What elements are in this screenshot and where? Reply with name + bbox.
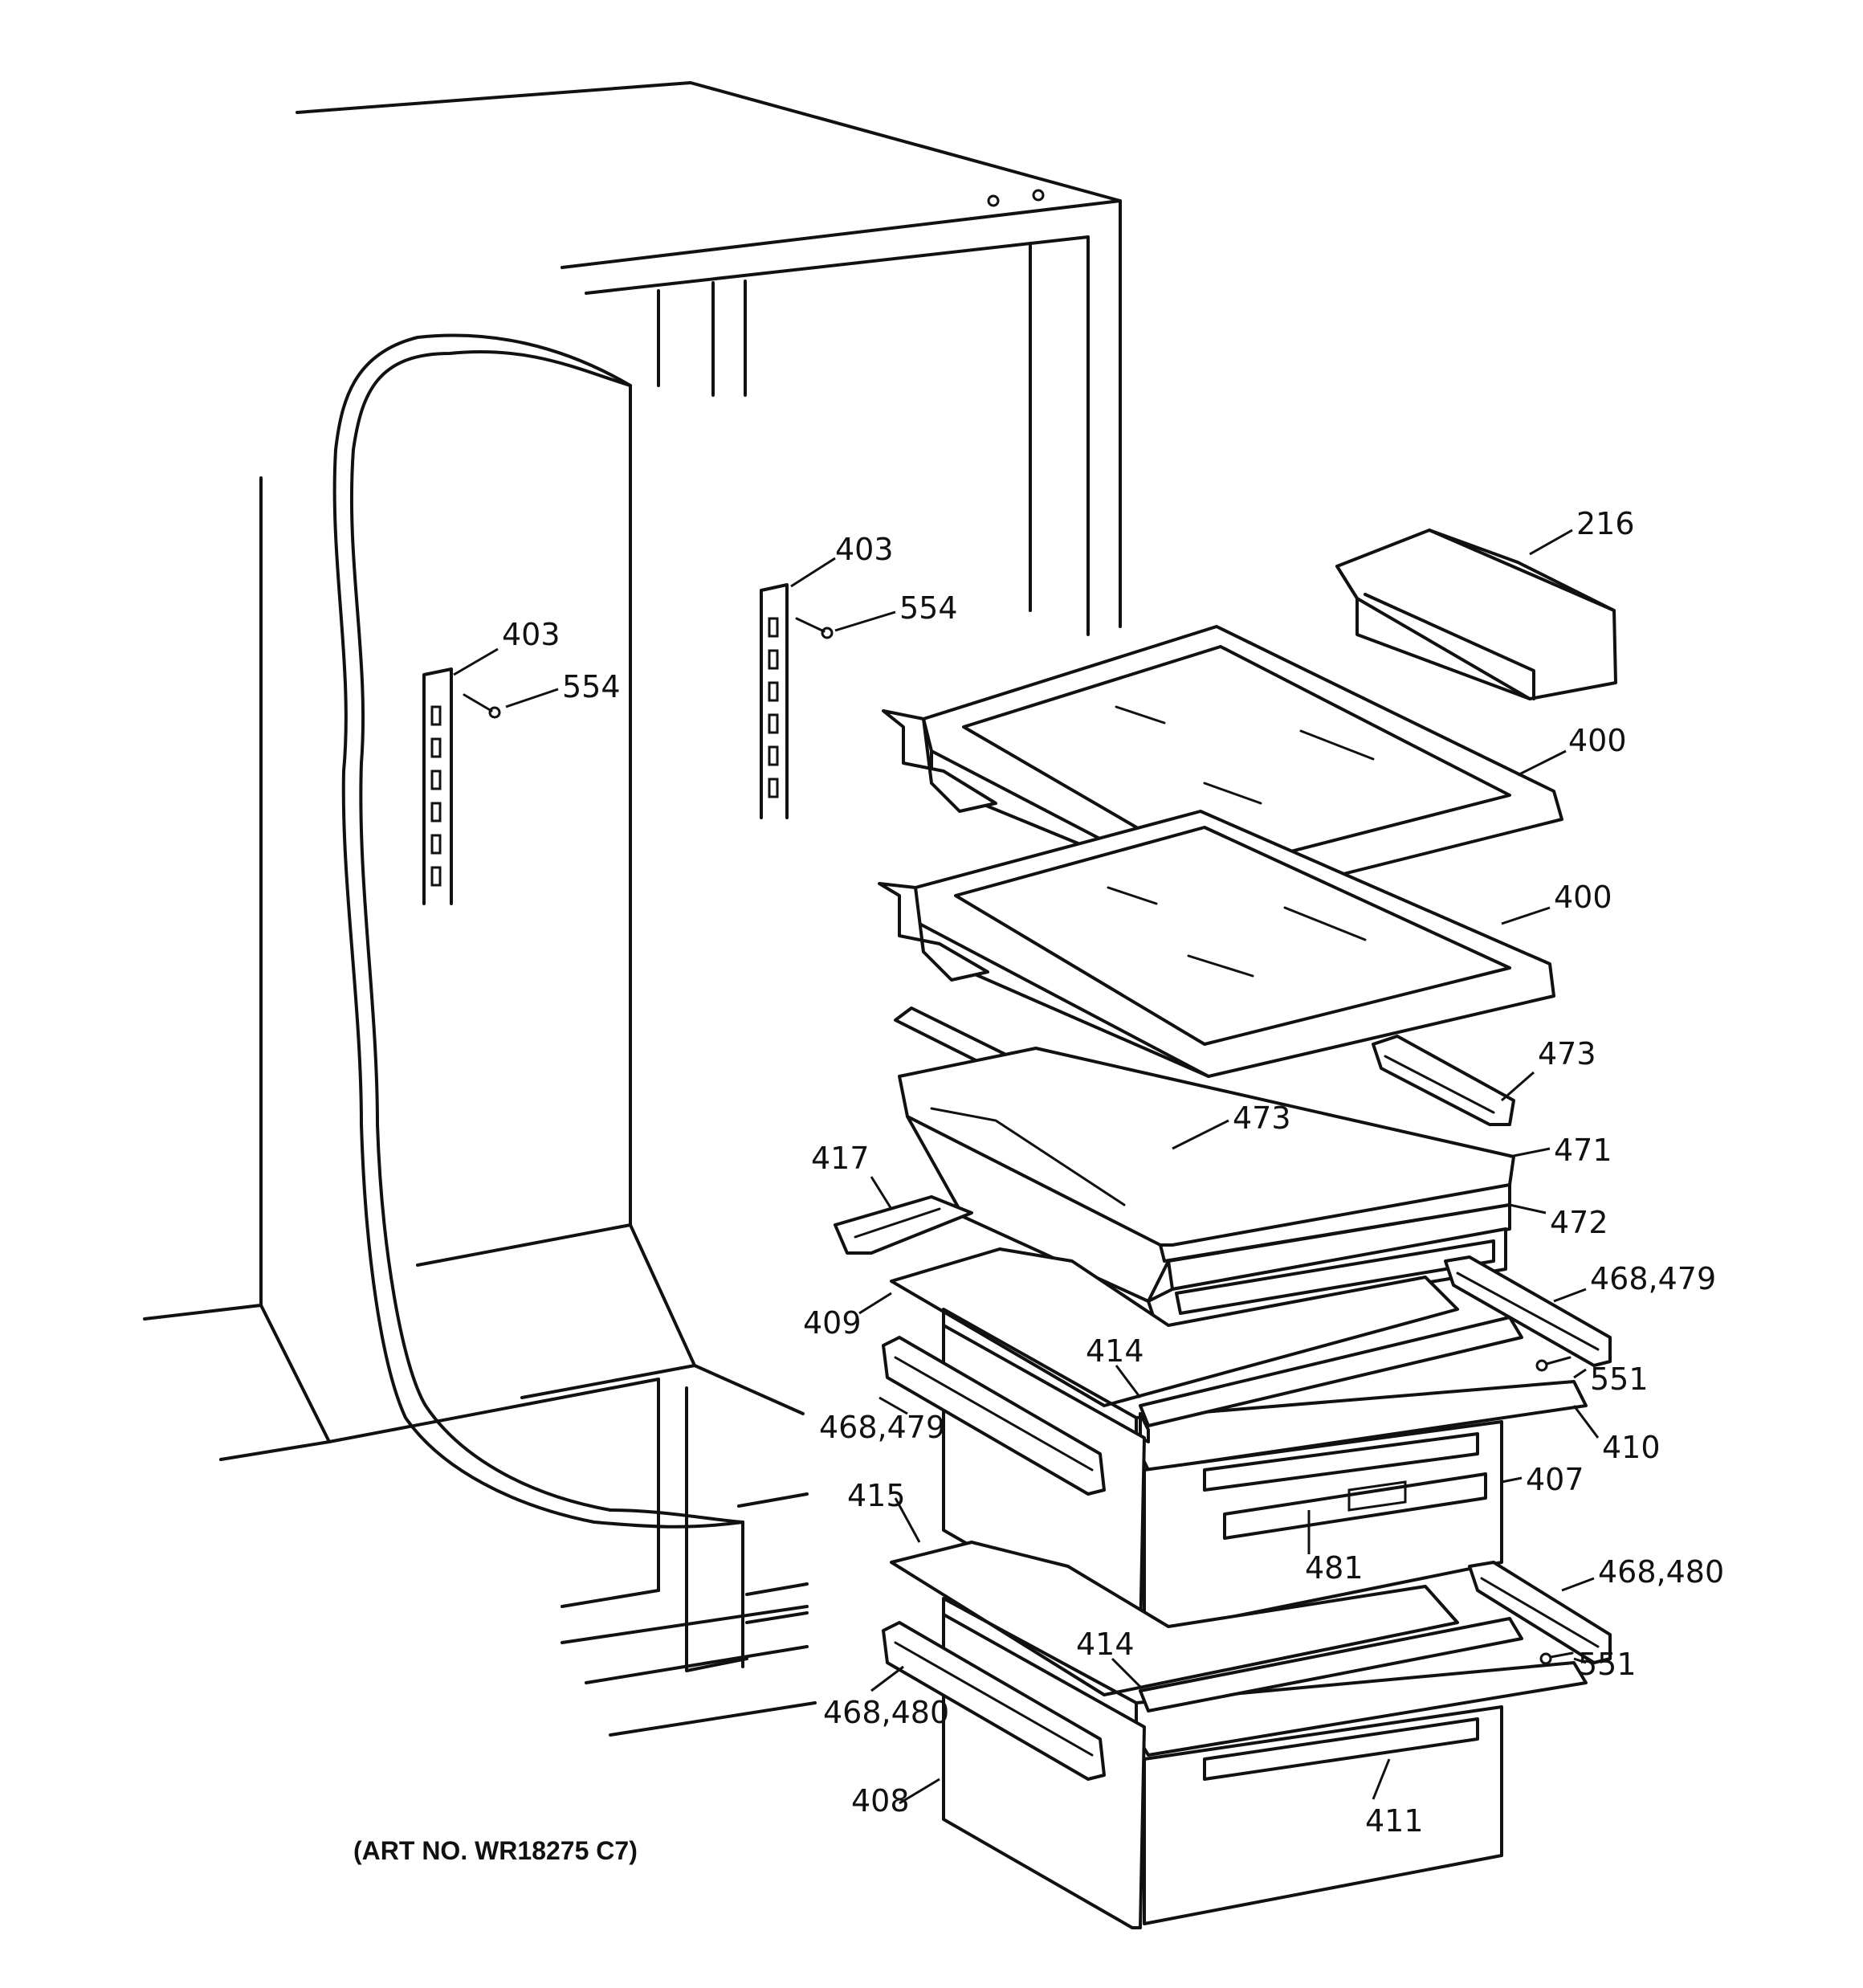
cabinet-outline [143, 81, 1122, 1737]
callout-410: 410 [1602, 1430, 1661, 1465]
slide-468-480-right [1468, 1561, 1612, 1664]
callout-411: 411 [1365, 1803, 1424, 1839]
shelf-400-lower [878, 810, 1555, 1078]
callout-471: 471 [1554, 1133, 1612, 1168]
screw-554-left [463, 693, 501, 719]
callout-468-480-right: 468,480 [1598, 1554, 1724, 1590]
slide-468-479-right [1444, 1255, 1612, 1367]
glass-cover-409 [890, 1247, 1459, 1407]
art-number: (ART NO. WR18275 C7) [353, 1836, 638, 1865]
shelf-400-upper [882, 625, 1563, 905]
callout-414-lower: 414 [1076, 1627, 1135, 1662]
callout-408: 408 [851, 1783, 910, 1819]
callout-468-479-left: 468,479 [819, 1410, 945, 1445]
callout-554-right: 554 [899, 590, 958, 626]
callout-415: 415 [847, 1478, 906, 1513]
glass-cover-415 [890, 1541, 1459, 1696]
callout-551-lower: 551 [1578, 1647, 1637, 1682]
callout-216: 216 [1576, 506, 1635, 541]
rail-414-lower [1139, 1617, 1523, 1712]
rail-417 [834, 1195, 973, 1255]
screw-551-upper [1535, 1356, 1572, 1372]
callout-407: 407 [1526, 1462, 1584, 1497]
shelf-ladder-left [422, 667, 453, 905]
callout-554-left: 554 [562, 669, 621, 704]
callout-551-upper: 551 [1590, 1361, 1649, 1397]
bin-216 [1335, 529, 1617, 700]
callout-414-upper: 414 [1086, 1333, 1144, 1369]
slide-468-480-left [882, 1621, 1106, 1781]
rail-414-upper [1139, 1316, 1523, 1443]
shelf-ladder-right [760, 583, 789, 819]
callout-403-right: 403 [835, 532, 894, 567]
callout-409: 409 [803, 1305, 862, 1341]
callout-472: 472 [1550, 1205, 1608, 1240]
screw-551-lower [1539, 1651, 1574, 1665]
callout-400-upper: 400 [1568, 723, 1627, 758]
screw-554-right [795, 617, 834, 639]
callout-400-lower: 400 [1554, 880, 1612, 915]
callout-417: 417 [811, 1141, 870, 1176]
callout-473-right: 473 [1538, 1036, 1596, 1072]
leader-lines [453, 529, 1600, 1805]
callout-481: 481 [1305, 1550, 1364, 1586]
slide-468-479-left [882, 1336, 1106, 1496]
callout-labels: 216 403 554 403 554 400 400 473 473 417 … [502, 506, 1724, 1839]
callout-403-left: 403 [502, 617, 561, 652]
callout-468-480-left: 468,480 [823, 1695, 949, 1730]
callout-468-479-right: 468,479 [1590, 1261, 1716, 1296]
slide-473-right [1372, 1035, 1515, 1126]
cutaway-edge [332, 333, 744, 1668]
callout-473-center: 473 [1233, 1100, 1291, 1136]
